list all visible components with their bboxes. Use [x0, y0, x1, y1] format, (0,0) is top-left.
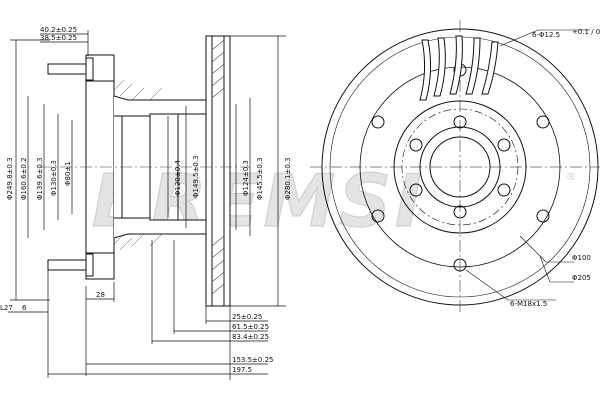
dim-dia-249-8: Φ249.8±0.3	[6, 157, 14, 200]
callout-thread: 6-M18x1.5	[510, 300, 547, 308]
section-hatching	[113, 79, 163, 251]
dim-dia-145-5: Φ145.5±0.3	[256, 157, 264, 200]
top-dimension-lines	[40, 30, 89, 56]
callout-dia-100: Φ100	[572, 254, 591, 262]
side-view-labels: 40.2±0.25 38.5±0.25 Φ249.8±0.3 Φ160.6±0.…	[0, 26, 292, 374]
dim-dia-139-6: Φ139.6±0.3	[36, 157, 44, 200]
front-view-labels: 6-Φ12.5 +0.1 / 0 Φ100 Φ205 6-M18x1.5	[510, 28, 600, 308]
dim-153-5: 153.5±0.25	[232, 356, 274, 364]
dim-dia-149-5: Φ149.5±0.3	[192, 155, 200, 198]
dim-61-5: 61.5±0.25	[232, 323, 269, 331]
bottom-dimension-lines	[8, 240, 268, 380]
callout-hole-tolerance: +0.1 / 0	[572, 28, 600, 36]
dim-40-2: 40.2±0.25	[40, 26, 77, 34]
dim-38-5: 38.5±0.25	[40, 34, 77, 42]
dim-25: 25±0.25	[232, 313, 262, 321]
inner-diameter-lines	[167, 35, 286, 307]
dim-28: 28	[96, 291, 105, 299]
watermark-registered-mark: ®	[566, 172, 576, 183]
dim-dia-280-1: Φ280.1±0.3	[284, 157, 292, 200]
dim-dia-80: Φ80±1	[64, 161, 72, 186]
callout-6-holes: 6-Φ12.5	[532, 31, 560, 39]
wheel-bolt-holes	[409, 115, 511, 219]
callout-leaders	[465, 29, 590, 301]
wheel-studs	[47, 57, 94, 277]
brake-disc-section	[205, 35, 231, 307]
callout-dia-205: Φ205	[572, 274, 591, 282]
left-diameter-lines	[10, 39, 73, 301]
dim-l27: L27	[0, 304, 13, 312]
side-section-view	[8, 30, 286, 380]
dim-dia-160-6: Φ160.6±0.2	[20, 157, 28, 200]
dim-dia-124: Φ124±0.3	[242, 160, 250, 196]
dim-83-4: 83.4±0.25	[232, 333, 269, 341]
dim-6: 6	[22, 304, 27, 312]
dim-dia-120: Φ120±0.4	[174, 160, 182, 196]
dim-dia-130: Φ130±0.3	[50, 160, 58, 196]
dim-197-5: 197.5	[232, 366, 252, 374]
cooling-vent-slots	[419, 35, 499, 101]
front-view	[310, 20, 600, 314]
